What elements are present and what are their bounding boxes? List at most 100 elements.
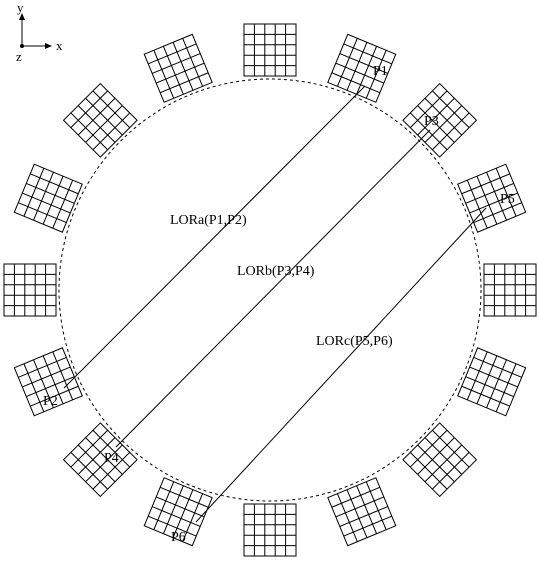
module-grid-line — [18, 356, 67, 378]
detector-module — [143, 477, 213, 547]
module-grid-line — [30, 173, 79, 195]
point-p6-label: P6 — [171, 530, 186, 545]
module-grid-line — [33, 171, 54, 221]
module-grid-line — [172, 42, 194, 91]
module-grid-line — [77, 437, 116, 475]
module-grid-line — [18, 202, 67, 224]
detector-module — [3, 263, 57, 317]
detector-module — [243, 503, 297, 557]
module-grid-line — [486, 359, 507, 409]
module-grid-line — [365, 481, 387, 530]
module-frame — [243, 23, 297, 77]
module-frame — [143, 33, 213, 103]
module-frame — [457, 163, 527, 233]
module-grid-line — [77, 97, 116, 136]
lor-a-label: LORa(P1,P2) — [170, 213, 247, 228]
module-grid-line — [155, 62, 205, 84]
module-grid-line — [162, 485, 184, 534]
detector-module — [327, 477, 397, 547]
module-grid-line — [162, 46, 184, 95]
module-grid-line — [85, 97, 123, 136]
module-grid-line — [339, 506, 389, 527]
module-grid-line — [148, 43, 197, 65]
module-grid-line — [465, 376, 514, 398]
z-axis-dot — [20, 44, 24, 48]
module-grid-line — [85, 105, 123, 143]
module-grid-line — [85, 437, 123, 475]
point-p2-label: P2 — [43, 394, 58, 409]
module-grid-line — [424, 97, 463, 136]
module-frame — [13, 163, 83, 233]
module-grid-line — [461, 173, 510, 195]
module-grid-line — [22, 366, 71, 388]
lor-a-line — [63, 85, 366, 389]
module-grid-line — [92, 429, 131, 468]
module-grid-line — [151, 53, 201, 74]
module-grid-line — [417, 437, 455, 475]
module-grid-line — [473, 202, 522, 224]
module-grid-line — [23, 363, 45, 412]
module-frame — [13, 347, 83, 417]
module-grid-line — [42, 355, 64, 405]
point-p3-label: P3 — [424, 114, 439, 129]
module-grid-line — [343, 515, 392, 537]
module-grid-line — [182, 493, 204, 542]
detector-module — [13, 347, 83, 417]
y-axis-label: y — [17, 0, 24, 15]
module-grid-line — [356, 485, 378, 534]
module-frame — [62, 82, 138, 158]
module-grid-line — [431, 112, 470, 151]
module-grid-line — [495, 168, 517, 217]
module-grid-line — [431, 429, 470, 468]
module-grid-line — [466, 351, 488, 401]
point-p1-label: P1 — [373, 64, 388, 79]
lor-b-label: LORb(P3,P4) — [237, 264, 315, 279]
module-grid-line — [476, 175, 498, 225]
module-frame — [402, 422, 478, 498]
module-frame — [3, 263, 57, 317]
module-frame — [62, 422, 138, 498]
module-grid-line — [473, 356, 522, 378]
module-grid-line — [159, 486, 209, 508]
module-grid-line — [466, 179, 488, 229]
module-grid-line — [33, 359, 54, 409]
module-grid-line — [424, 437, 463, 475]
point-p4-label: P4 — [104, 451, 119, 466]
module-grid-line — [469, 366, 518, 388]
detector-module — [402, 422, 478, 498]
module-grid-line — [417, 97, 455, 136]
module-grid-line — [335, 62, 385, 84]
module-grid-line — [409, 429, 448, 468]
module-frame — [327, 33, 397, 103]
module-grid-line — [335, 496, 385, 518]
point-p5-label: P5 — [500, 192, 515, 207]
module-grid-line — [153, 481, 175, 530]
module-grid-line — [148, 515, 197, 537]
detector-module — [143, 33, 213, 103]
module-grid-line — [486, 171, 507, 221]
module-grid-line — [159, 72, 209, 94]
module-grid-line — [42, 175, 64, 225]
detector-module — [327, 33, 397, 103]
lor-lines — [63, 85, 487, 523]
module-grid-line — [155, 496, 205, 518]
module-grid-line — [92, 90, 131, 129]
module-grid-line — [409, 90, 448, 129]
ring-boundary — [58, 78, 482, 502]
module-grid-line — [153, 50, 175, 99]
x-axis-arrow — [45, 43, 52, 49]
module-grid-line — [52, 351, 74, 401]
module-grid-line — [92, 451, 131, 490]
y-axis-arrow — [19, 13, 25, 20]
module-grid-line — [417, 444, 455, 483]
module-grid-line — [346, 42, 368, 91]
module-grid-line — [476, 355, 498, 405]
module-grid-line — [70, 90, 109, 129]
module-frame — [327, 477, 397, 547]
module-grid-line — [85, 444, 123, 483]
module-grid-line — [70, 429, 109, 468]
module-grid-line — [172, 489, 194, 538]
module-grid-line — [77, 444, 116, 483]
module-grid-line — [26, 182, 75, 204]
